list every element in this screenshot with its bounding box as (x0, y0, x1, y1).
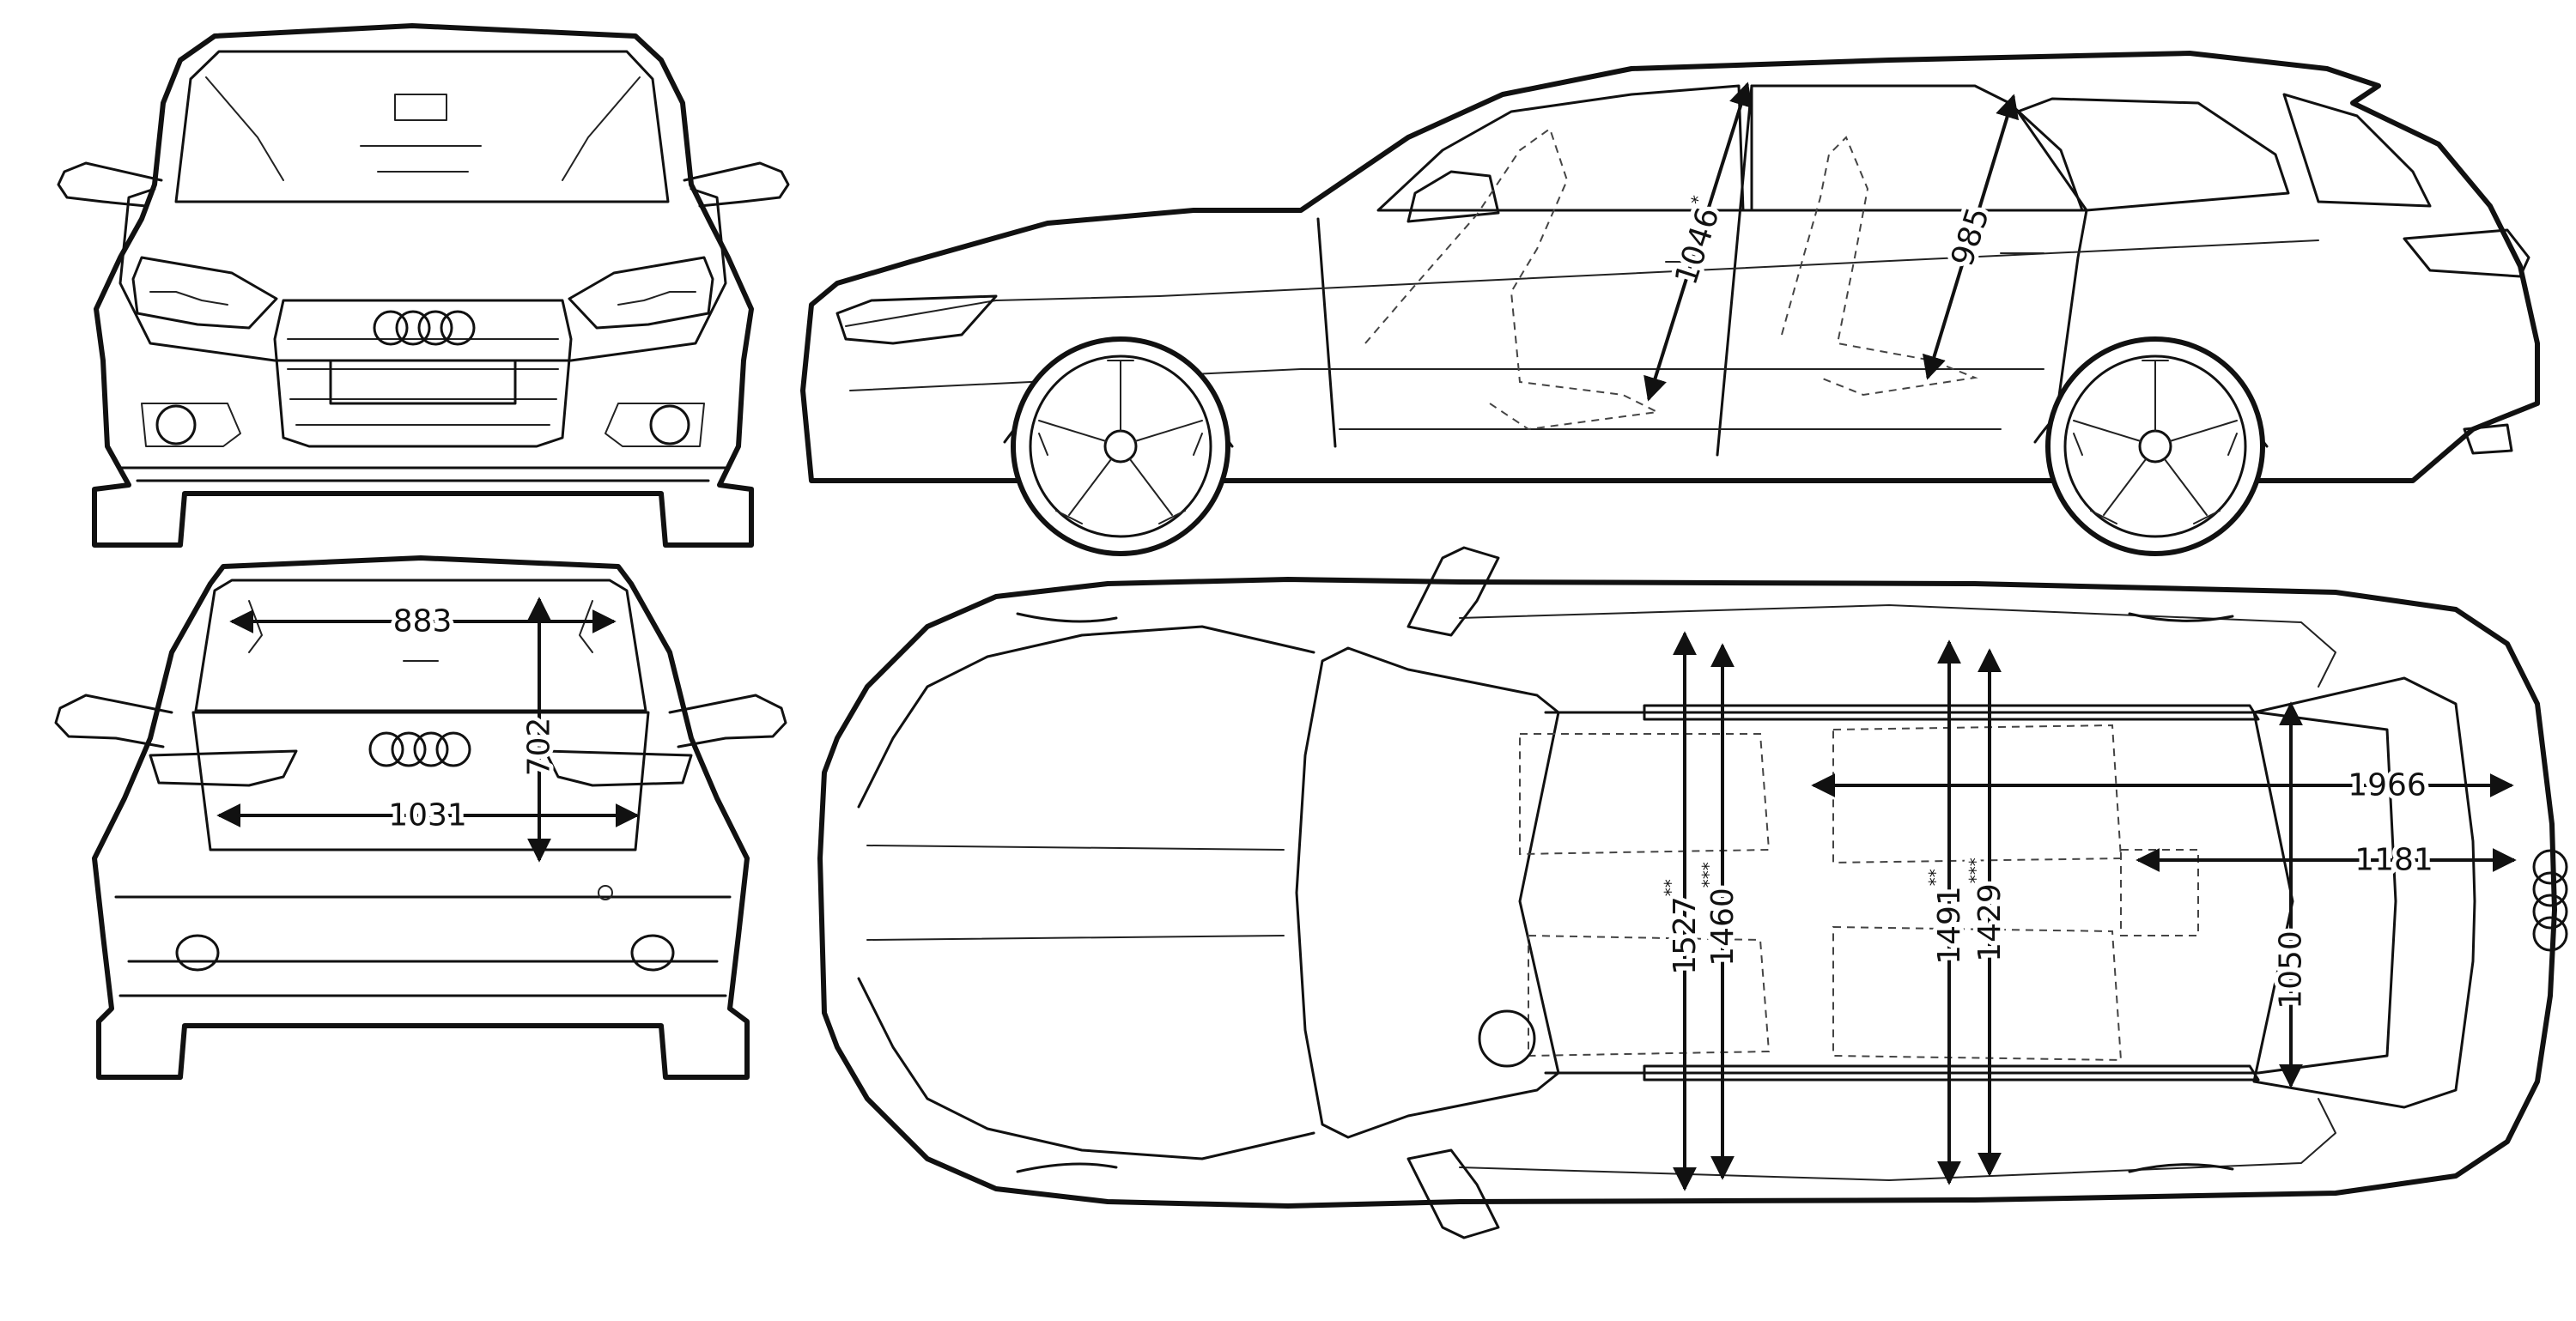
left-exhaust (175, 934, 220, 972)
rear-window (2252, 676, 2476, 1109)
tailgate (191, 711, 650, 851)
svg-text:1046*: 1046* (1662, 193, 1729, 289)
dim-rear-shoulder-width-mark: ** (1925, 869, 1946, 886)
front-grille (273, 299, 573, 448)
roof-rail-right (1643, 1064, 2260, 1082)
dim-rear-headroom-value: 985 (1945, 203, 1996, 270)
rear-wheel (2045, 336, 2265, 556)
side-mirror (1406, 170, 1500, 223)
side-taillight (2403, 228, 2530, 278)
dim-rear-hip-width-mark: *** (1965, 857, 1986, 883)
dim-front-hip-width: 1460*** (1694, 643, 1745, 1180)
top-mirror-left (1406, 546, 1500, 637)
dim-load-width-between-arches-value: 1050 (2274, 930, 2309, 1009)
svg-text:1429***: 1429*** (1965, 857, 2008, 962)
right-fog-light (649, 404, 690, 445)
left-mirror (57, 161, 163, 208)
dim-front-headroom: 1046* (1643, 82, 1753, 402)
dim-rear-shoulder-width-value: 1491 (1932, 886, 1967, 965)
dim-tailgate-opening-width-value: 883 (393, 604, 453, 639)
side-headlight (835, 294, 998, 345)
dim-rear-hip-width-value: 1429 (1972, 883, 2008, 962)
dim-loading-width-value: 1031 (388, 798, 467, 833)
dim-front-shoulder-width-mark: ** (1661, 879, 1681, 896)
dim-load-length-seats-folded-value: 1966 (2348, 768, 2427, 803)
right-taillight (544, 749, 693, 787)
dim-front-hip-width-value: 1460 (1705, 888, 1741, 967)
audi-logo-top (2532, 849, 2568, 952)
dim-front-shoulder-width-value: 1527 (1668, 896, 1703, 975)
dim-front-hip-width-mark: *** (1698, 862, 1719, 888)
dim-rear-hip-width: 1429*** (1961, 648, 2012, 1177)
dim-rear-headroom: 985 (1922, 94, 2020, 380)
right-headlight (568, 256, 714, 330)
right-exhaust (630, 934, 675, 972)
dim-load-length-seats-folded: 1966 (1811, 764, 2514, 808)
dim-loading-width: 1031 (216, 794, 640, 838)
roof-rail-left (1643, 704, 2260, 721)
left-taillight (149, 749, 298, 787)
dim-tailgate-opening-height-value: 702 (522, 718, 557, 777)
dim-front-headroom-mark: * (1686, 193, 1709, 208)
steering-wheel (1478, 1009, 1536, 1068)
left-headlight (131, 256, 278, 330)
audi-logo-rear (368, 731, 471, 767)
top-mirror-right (1406, 1148, 1500, 1239)
dim-front-shoulder-width: 1527** (1656, 631, 1707, 1191)
dim-tailgate-opening-height: 702 (518, 597, 562, 863)
top-view (817, 546, 2568, 1239)
svg-text:1491**: 1491** (1925, 869, 1967, 965)
dim-load-length-value: 1181 (2354, 843, 2433, 878)
svg-text:1460***: 1460*** (1698, 862, 1741, 967)
dim-load-length: 1181 (2136, 839, 2517, 882)
windscreen (1295, 646, 1560, 1139)
dim-tailgate-opening-width: 883 (229, 600, 617, 644)
front-view (57, 23, 790, 548)
svg-text:1527**: 1527** (1661, 879, 1703, 975)
left-fog-light (155, 404, 197, 445)
side-view (800, 51, 2540, 556)
right-mirror (683, 161, 790, 208)
front-wheel (1011, 336, 1230, 556)
dim-rear-shoulder-width: 1491** (1921, 639, 1971, 1185)
dim-load-width-between-arches: 1050 (2269, 701, 2313, 1088)
dim-front-headroom-value: 1046 (1668, 203, 1726, 289)
